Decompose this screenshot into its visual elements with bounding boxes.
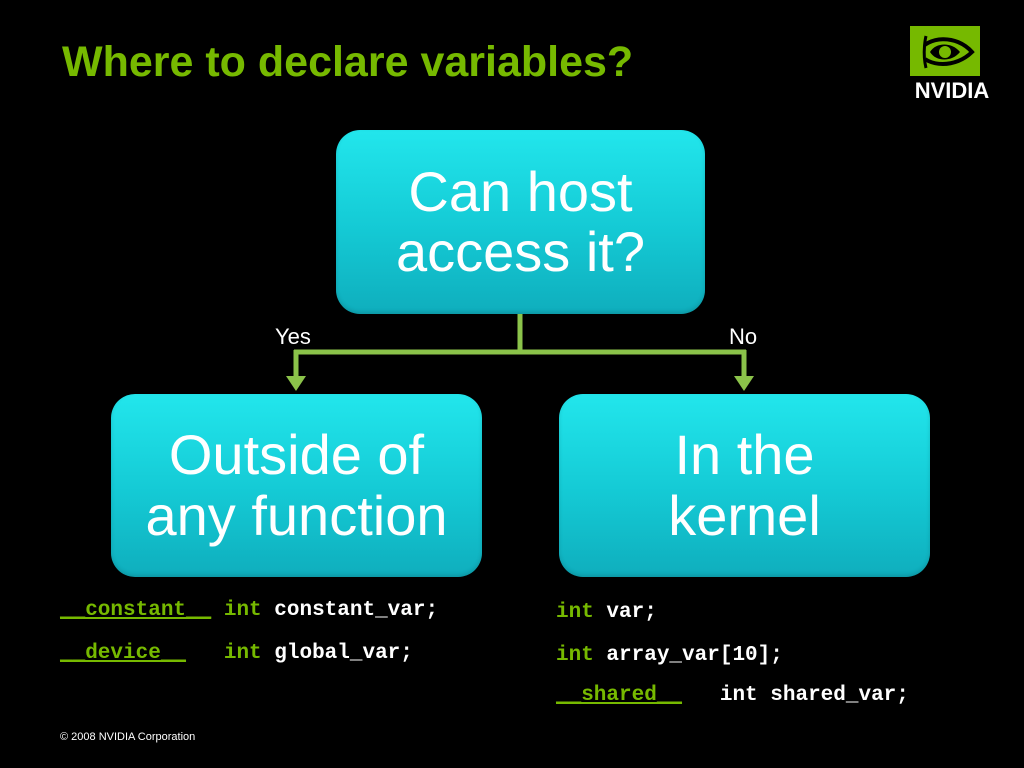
code-identifier: constant_var; — [274, 599, 439, 622]
node-text-line: Outside of — [168, 423, 425, 487]
code-line-var: int var; — [556, 601, 657, 624]
code-identifier: array_var[10]; — [606, 644, 783, 667]
nvidia-wordmark: NVIDIA — [914, 78, 990, 103]
code-identifier: var; — [606, 601, 657, 624]
node-text-line: In the — [674, 423, 815, 487]
node-text-line: access it? — [396, 220, 645, 283]
decision-node-host-access: Can host access it? — [336, 130, 705, 314]
code-type: int — [719, 684, 758, 707]
code-identifier: shared_var; — [770, 684, 909, 707]
code-line-array: int array_var[10]; — [556, 644, 783, 667]
code-qualifier: __device__ — [60, 642, 187, 665]
nvidia-logo: NVIDIA — [902, 26, 1002, 103]
code-qualifier: __constant__ — [60, 599, 212, 622]
code-line-constant: __constant__ int constant_var; — [60, 599, 438, 622]
edge-label-no: No — [729, 324, 758, 349]
code-line-device: __device__ int global_var; — [60, 642, 413, 665]
edge-label-yes: Yes — [275, 324, 311, 349]
code-type: int — [556, 601, 594, 624]
copyright-footer: © 2008 NVIDIA Corporation — [60, 731, 196, 743]
code-identifier: global_var; — [274, 642, 413, 665]
code-qualifier: __shared__ — [556, 684, 683, 707]
code-type: int — [223, 599, 262, 622]
nvidia-eye-icon — [910, 26, 980, 76]
node-text-line: kernel — [668, 483, 821, 547]
node-in-kernel: In the kernel — [559, 394, 930, 577]
slide-title: Where to declare variables? — [62, 38, 634, 86]
node-text-line: Can host — [408, 159, 633, 223]
code-type: int — [223, 642, 262, 665]
node-text-line: any function — [145, 483, 448, 547]
node-outside-function: Outside of any function — [111, 394, 482, 577]
code-type: int — [556, 644, 594, 667]
arrowhead-right — [734, 376, 754, 391]
code-line-shared: __shared__ int shared_var; — [556, 684, 909, 707]
arrowhead-left — [286, 376, 306, 391]
